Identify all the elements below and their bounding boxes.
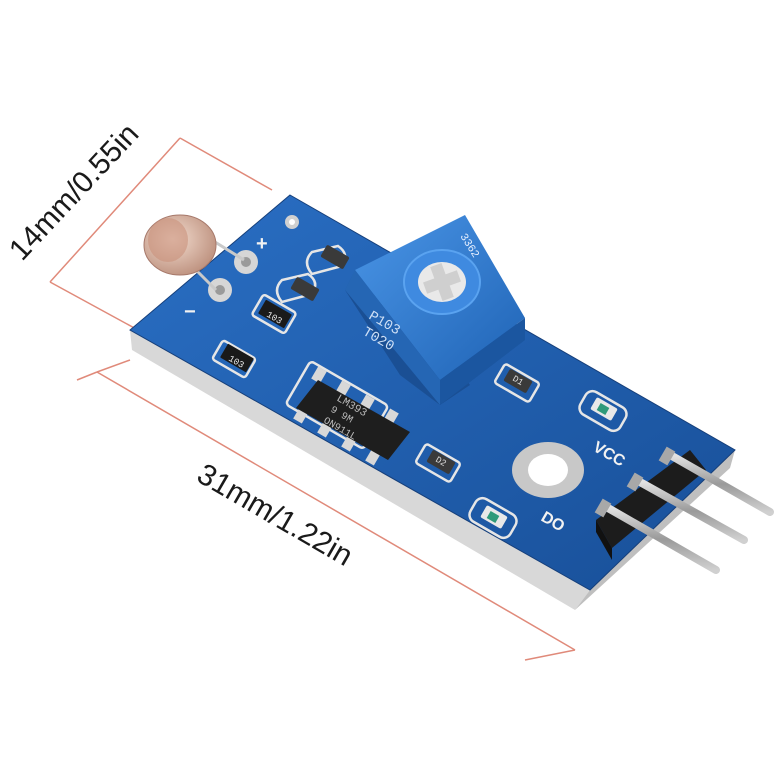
silk-plus-label: + <box>256 233 268 255</box>
smd-d2-label: D2 <box>434 455 448 469</box>
header-pins-icon <box>594 446 774 574</box>
potentiometer-icon <box>345 215 525 405</box>
silk-minus-label: − <box>184 301 196 323</box>
smd-diodes <box>426 369 533 474</box>
smd-d1-label: D1 <box>511 374 525 388</box>
ic-chip-icon <box>293 366 410 466</box>
led-icon <box>480 397 618 529</box>
mounting-hole-icon <box>285 215 584 498</box>
dimension-lines <box>49 137 576 661</box>
photoresistor-icon <box>143 214 245 292</box>
smd-parts <box>220 245 350 373</box>
width-dimension-label: 14mm/0.55in <box>3 117 145 266</box>
